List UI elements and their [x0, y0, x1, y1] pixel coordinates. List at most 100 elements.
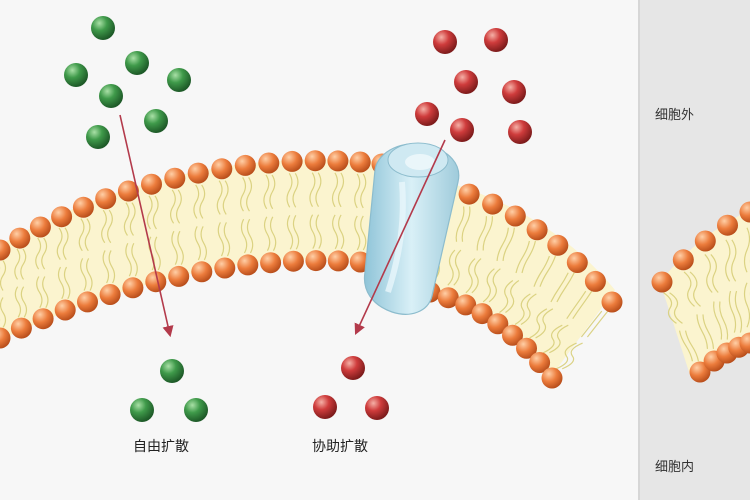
lipid-tail — [171, 230, 178, 265]
lipid-head — [281, 150, 303, 172]
lipid-head — [458, 183, 480, 205]
lipid-tail — [194, 226, 201, 261]
lipid-tail — [461, 206, 471, 242]
lipid-tail — [331, 172, 339, 208]
red-molecule — [484, 28, 508, 52]
lipid-tail — [550, 272, 569, 303]
lipid-head — [717, 214, 738, 236]
lipid-tail — [246, 218, 254, 254]
green-molecule — [144, 109, 168, 133]
lipid-tail — [154, 236, 161, 271]
lipid-tail — [309, 214, 316, 249]
lipid-tail — [535, 308, 554, 339]
lipid-tail — [222, 180, 229, 215]
lipid-tail — [263, 174, 270, 210]
lipid-head — [10, 317, 32, 339]
lipid-tail — [572, 290, 593, 320]
lipid-tail — [556, 272, 575, 303]
lipid-tail — [354, 173, 361, 209]
lipid-head — [29, 216, 51, 238]
lipid-head — [739, 332, 750, 354]
lipid-tail — [471, 258, 482, 294]
lipid-tail — [505, 280, 520, 313]
lipid-tail — [78, 218, 85, 252]
lipid-tail — [499, 280, 514, 313]
lipid-tail — [543, 324, 563, 354]
lipid-tail — [101, 209, 107, 244]
lipid-tail — [496, 227, 509, 261]
lipid-tail — [453, 249, 462, 286]
lipid-tail — [86, 258, 93, 291]
lipid-tail — [743, 227, 750, 273]
outside-cell-label: 细胞外 — [655, 108, 695, 123]
green-molecule — [125, 51, 149, 75]
lipid-tail — [36, 276, 43, 309]
lipid-tail — [580, 310, 603, 338]
lipid-head — [566, 252, 588, 273]
lipid-tail — [240, 218, 248, 254]
lipid-head — [9, 227, 31, 249]
lipid-head — [164, 167, 186, 189]
lipid-head — [584, 270, 606, 292]
lipid-head — [455, 294, 477, 316]
lipid-tail — [710, 254, 719, 293]
lipid-tail — [360, 215, 367, 251]
lipid-head — [502, 324, 523, 346]
lipid-tail — [131, 242, 138, 277]
lipid-head — [672, 249, 694, 271]
red-molecule — [502, 80, 526, 104]
lipid-head — [32, 308, 54, 330]
lipid-tail — [223, 222, 231, 257]
lipid-tail — [269, 216, 277, 251]
lipid-tail — [216, 180, 223, 215]
lipid-tail — [734, 290, 743, 333]
lipid-tail — [269, 174, 276, 210]
lipid-tail — [63, 266, 71, 300]
lipid-heads — [0, 150, 750, 389]
green-molecule — [184, 398, 208, 422]
lipid-tail — [14, 286, 22, 318]
lipid-tail — [683, 271, 695, 307]
lipid-tail — [0, 297, 7, 328]
lipid-tail — [309, 172, 316, 207]
lipid-tail — [20, 248, 27, 280]
lipid-head — [349, 151, 371, 173]
lipid-tail — [107, 209, 113, 244]
lipid-tail — [332, 214, 339, 250]
lipid-head — [304, 150, 326, 172]
lipid-tail — [728, 290, 737, 333]
red-molecule — [341, 356, 365, 380]
lipid-tail — [62, 227, 69, 260]
lipid-tail — [360, 173, 367, 209]
lipid-head — [282, 250, 304, 272]
green-molecule — [99, 84, 123, 108]
lipid-tail — [663, 292, 677, 324]
lipid-tail — [465, 258, 476, 294]
inside-cell-label: 细胞内 — [655, 460, 695, 475]
lipid-tail — [315, 214, 322, 249]
lipid-head — [51, 206, 73, 228]
free-diffusion-label: 自由扩散 — [133, 439, 189, 455]
lipid-tail — [719, 301, 729, 340]
lipid-head — [601, 291, 623, 313]
red-molecule — [508, 120, 532, 144]
lipid-head — [122, 277, 144, 299]
green-molecule — [167, 68, 191, 92]
lipid-head — [211, 158, 233, 180]
lipid-tail — [521, 240, 536, 274]
green-molecule — [160, 359, 184, 383]
lipid-tail — [169, 189, 176, 224]
lipid-tail — [35, 237, 42, 270]
lipid-tail — [354, 215, 361, 251]
lipid-tail — [669, 292, 683, 324]
free-diffusion-arrow — [119, 114, 174, 338]
membrane-core-right — [430, 180, 615, 378]
lipid-tail — [193, 184, 200, 219]
facilitated-diffusion-label: 协助扩散 — [312, 439, 368, 455]
lipid-tail — [520, 293, 537, 326]
lipid-tail — [20, 286, 28, 318]
lipid-head — [77, 291, 98, 313]
lipid-tail — [56, 227, 63, 260]
lipid-tail — [514, 293, 531, 326]
lipid-tail — [152, 195, 159, 230]
